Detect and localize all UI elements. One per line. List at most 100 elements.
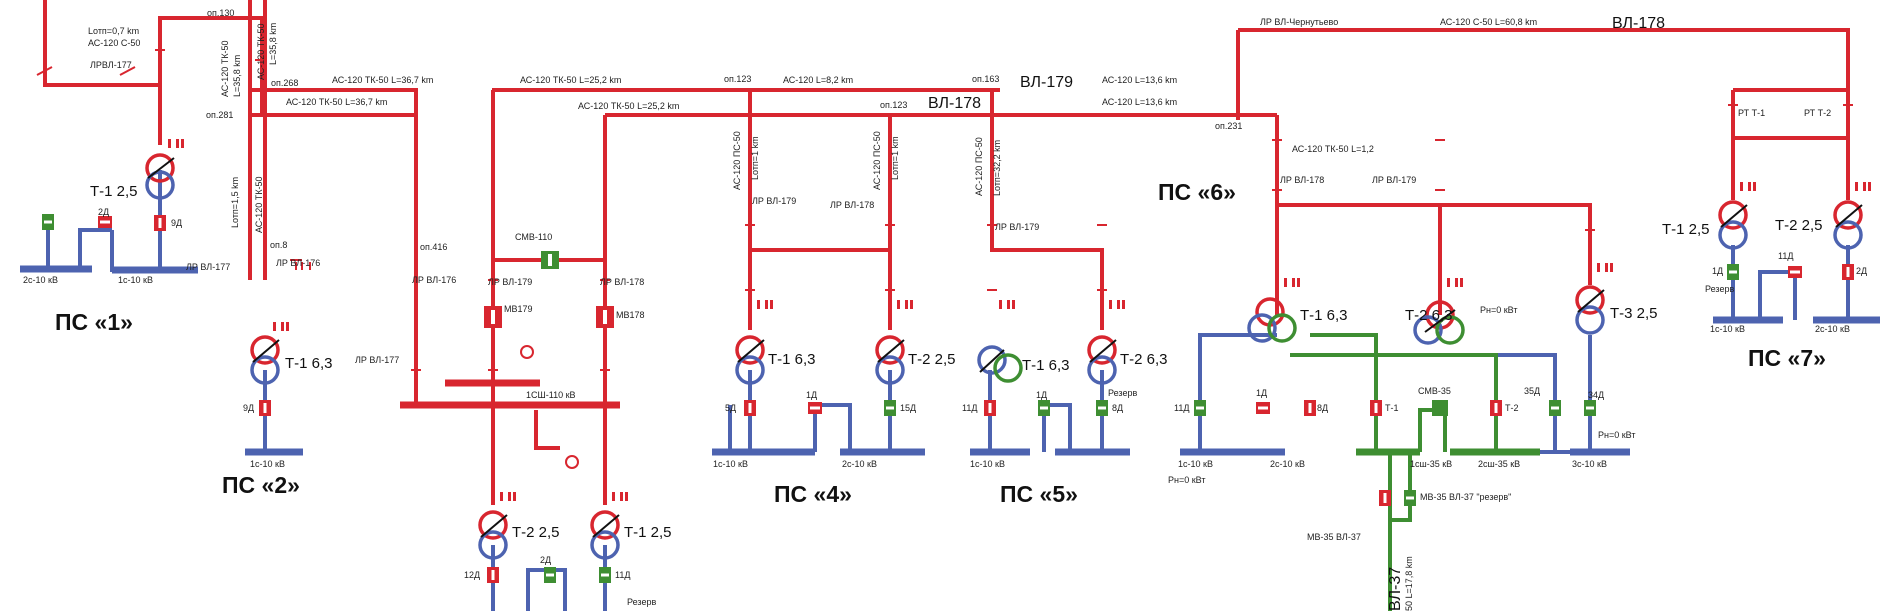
feeder-label: Резерв (627, 597, 656, 607)
mv178-label: МВ178 (616, 310, 645, 320)
pole-label: оп.163 (972, 74, 999, 84)
feeder-label: 1Д (1036, 390, 1047, 400)
disconnector-label: ЛР ВЛ-179 (752, 196, 796, 206)
feeder-label: 35Д (1524, 386, 1540, 396)
pole-label: оп.416 (420, 242, 447, 252)
transformer-label: Т-1 6,3 (1300, 307, 1348, 324)
feeder-label: Резерв (1108, 388, 1137, 398)
hv-lines (43, 0, 1850, 505)
bus-labels: 2с-10 кВ 1с-10 кВ 1с-10 кВ 1с-10 кВ 2с-1… (23, 275, 1850, 469)
transformer-t1-ps1[interactable] (145, 153, 175, 200)
transformer-t1-ps4[interactable] (735, 335, 765, 385)
disconnector-label: ЛРВЛ-177 (90, 60, 132, 70)
pole-label: оп.123 (724, 74, 751, 84)
feeder-label: 34Д (1588, 390, 1604, 400)
transformer-label: Т-1 2,5 (90, 183, 138, 200)
transformer-t2-ps7[interactable] (1833, 200, 1863, 250)
disconnector-label: ЛР ВЛ-178 (1280, 175, 1324, 185)
feeder-label: 9Д (243, 403, 254, 413)
breakers[interactable] (42, 214, 1854, 583)
protection-marks (168, 139, 1871, 501)
bus-label: 3с-10 кВ (1572, 459, 1607, 469)
transformer-t2-ps5[interactable] (1087, 335, 1117, 385)
span-label: АС-120 С-50 L=60,8 km (1440, 17, 1537, 27)
transformer-t1-ps6[interactable] (1247, 297, 1297, 343)
transformer-label: Т-2 2,5 (1775, 217, 1823, 234)
transformer-t1-ps2[interactable] (250, 335, 280, 385)
bus-label: 2с-10 кВ (1270, 459, 1305, 469)
vl178-top-label: ВЛ-178 (1612, 15, 1665, 32)
load-label: Рн=0 кВт (1168, 475, 1206, 485)
span-label: АС-120 L=13,6 km (1102, 75, 1177, 85)
feeder-label: 2Д (1856, 266, 1867, 276)
pole-label: оп.268 (271, 78, 298, 88)
transformer-t2-smv[interactable] (478, 510, 508, 560)
feeder-label: 1Д (1256, 388, 1267, 398)
transformer-t1-ps7[interactable] (1718, 200, 1748, 250)
hv-busbars (400, 379, 620, 409)
span-label: АС-120 ТК-50 L=1,2 (1292, 144, 1374, 154)
feeder-label: 11Д (962, 403, 977, 413)
pole-label: оп.8 (270, 240, 287, 250)
vertical-label: L=35,8 km (232, 55, 242, 97)
mv35-label: МВ-35 ВЛ-37 (1307, 532, 1361, 542)
feeder-label: 5Д (725, 403, 736, 413)
feeder-label: 11Д (1778, 251, 1793, 261)
load-label: Рн=0 кВт (1480, 305, 1518, 315)
transformer-label: Т-1 6,3 (285, 355, 333, 372)
disconnector-label: РТ Т-2 (1804, 108, 1831, 118)
vl37-label: ВЛ-37 (1387, 567, 1404, 611)
transformer-t2-ps6[interactable] (1413, 300, 1465, 345)
mv35-reserve-label: МВ-35 ВЛ-37 "резерв" (1420, 492, 1511, 502)
transformer-label: Т-1 6,3 (1022, 357, 1070, 374)
feeder-label: 9Д (171, 218, 182, 228)
mv35-lines (1290, 333, 1540, 611)
disconnector-label: ЛР ВЛ-178 (830, 200, 874, 210)
feeder-label: 12Д (464, 570, 480, 580)
feeder-label: 8Д (1317, 403, 1328, 413)
transformer-t2-ps4[interactable] (875, 335, 905, 385)
transformer-t1-smv[interactable] (590, 510, 620, 560)
bus-label: 1с-10 кВ (970, 459, 1005, 469)
equipment-labels: Т-1 2,5 Т-1 6,3 Т-2 2,5 Т-1 2,5 Т-1 6,3 … (90, 108, 1831, 542)
feeder-label: Резерв (1705, 284, 1734, 294)
bus-label: 2с-10 кВ (23, 275, 58, 285)
feeder-label: 15Д (900, 403, 916, 413)
vertical-label: Lотп=1,5 km (230, 177, 240, 228)
span-label: АС-120 ТК-50 L=36,7 km (332, 75, 433, 85)
bus-label: 1с-10 кВ (118, 275, 153, 285)
disconnector-label: ЛР ВЛ-176 (276, 258, 320, 268)
substation-labels: ПС «1» ПС «2» ПС «4» ПС «5» ПС «6» ПС «7… (55, 179, 1826, 507)
disconnector-label: ЛР ВЛ-177 (186, 262, 230, 272)
vertical-label: АС-120 ТК-50 (256, 23, 266, 80)
bus-label: 1с-10 кВ (250, 459, 285, 469)
feeder-label: 11Д (1174, 403, 1189, 413)
transformer-t1-ps5[interactable] (977, 345, 1023, 383)
vertical-label: АС-120 ТК-50 (254, 176, 264, 233)
feeder-labels: 2Д 9Д 9Д 5Д 1Д 15Д 11Д 1Д 8Д Резерв 11Д … (98, 207, 1867, 607)
vertical-label: Lотп=32,2 km (992, 140, 1002, 196)
disconnector-label: ЛР ВЛ-178 (600, 277, 644, 287)
line-labels: ВЛ-179 ВЛ-178 ВЛ-178 ВЛ-37 Lотп=0,7 km А… (88, 8, 1665, 611)
bus-label: 1с-10 кВ (1710, 324, 1745, 334)
transformer-label: Т-1 2,5 (624, 524, 672, 541)
voltage-transformer-110[interactable] (520, 345, 579, 469)
vertical-label: Lотп=1 km (890, 136, 900, 180)
transformer-t3-ps6[interactable] (1575, 285, 1605, 335)
load-label: Рн=0 кВт (1598, 430, 1636, 440)
transformer-label: Т-1 6,3 (768, 351, 816, 368)
mv179-label: МВ179 (504, 304, 533, 314)
vertical-label: 50 L=17,8 km (1404, 556, 1414, 611)
disconnector-label: РТ Т-1 (1738, 108, 1765, 118)
feeder-label: Т-2 (1505, 403, 1519, 413)
ps6-label: ПС «6» (1158, 179, 1236, 205)
feeder-label: 8Д (1112, 403, 1123, 413)
feeder-label: 2Д (540, 555, 551, 565)
load-labels: Рн=0 кВт Рн=0 кВт Рн=0 кВт (1168, 305, 1636, 485)
span-label: АС-120 ТК-50 L=25,2 km (520, 75, 621, 85)
bus110-label: 1СШ-110 кВ (526, 390, 576, 400)
span-label: АС-120 ТК-50 L=36,7 km (286, 97, 387, 107)
feeder-label: 1Д (1712, 266, 1723, 276)
transformer-label: Т-2 2,5 (908, 351, 956, 368)
